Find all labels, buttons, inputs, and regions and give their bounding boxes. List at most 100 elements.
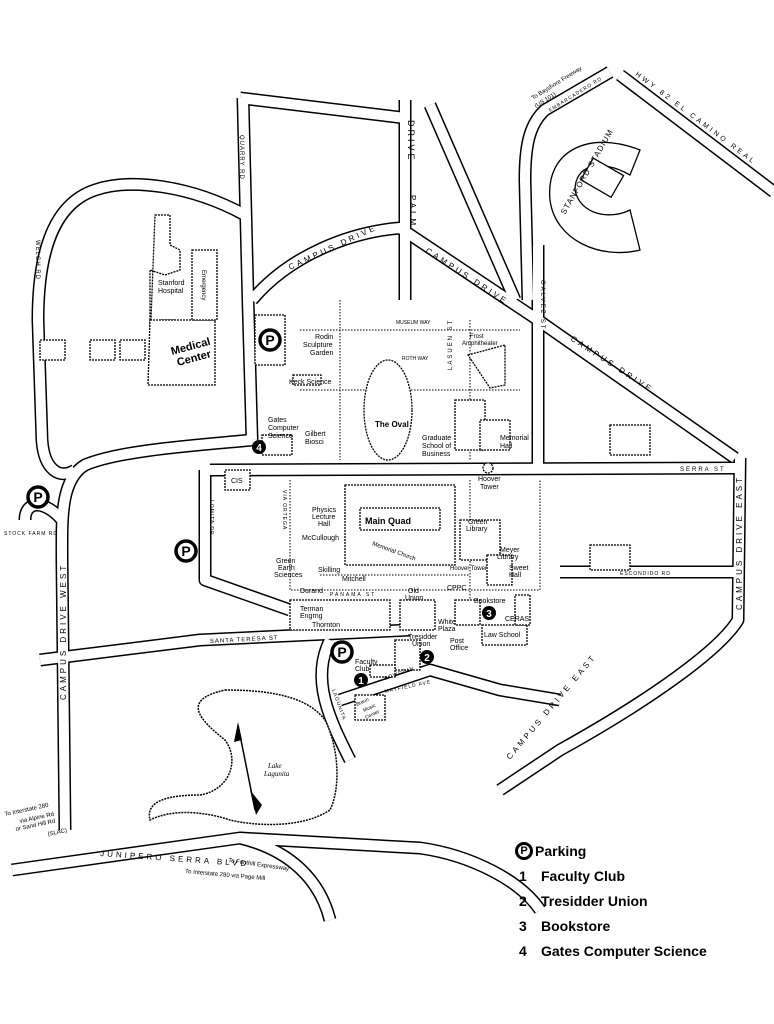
the-oval <box>363 359 413 461</box>
old-union-bldg <box>399 599 436 631</box>
east-bldg-1 <box>589 544 631 571</box>
label-post-office: Post <box>450 638 464 645</box>
label-main-quad: Main Quad <box>365 516 411 526</box>
cis-bldg <box>224 469 251 491</box>
label-sweet: Sweet <box>509 565 529 572</box>
stadium-field <box>579 157 625 199</box>
road-serra-st-fill <box>209 463 741 475</box>
road-campus-drive-east <box>496 457 747 796</box>
label-keck: Keck Science <box>289 379 332 386</box>
label-meyer: Meyer <box>500 547 520 554</box>
tresidder-bldg <box>394 639 421 671</box>
label-hoover-pav: Hoover Tower <box>450 566 487 572</box>
road-welch-loop-fill <box>33 179 248 479</box>
marker-gates-cs[interactable]: 4 <box>252 440 266 454</box>
label-green-earth-2: Earth <box>278 565 295 572</box>
parking-marker[interactable]: P <box>26 485 50 509</box>
marker-number: 4 <box>256 443 262 454</box>
label-meyer-2: Library <box>497 554 519 561</box>
parking-symbol: P <box>265 332 274 348</box>
label-hoover: Hoover <box>478 476 501 483</box>
parking-marker[interactable]: P <box>330 640 354 664</box>
label-memorial-hall: Memorial <box>500 435 529 442</box>
marker-number: 3 <box>486 609 492 620</box>
meyer-library-bldg <box>486 554 513 586</box>
label-frost: Frost <box>470 334 484 340</box>
stadium-stands <box>549 141 641 254</box>
main-quad-court <box>359 507 441 531</box>
label-rodin-2: Sculpture <box>303 342 333 349</box>
label-physics-3: Hall <box>318 521 331 528</box>
label-rodin-3: Garden <box>310 350 333 357</box>
label-via-ortega: VIA ORTEGA <box>281 490 287 530</box>
legend-label: Bookstore <box>541 917 611 934</box>
label-physics: Physics <box>312 507 337 514</box>
legend-num: 2 <box>519 892 527 909</box>
label-campus-drive-3: CAMPUS DRIVE <box>569 334 655 394</box>
parking-symbol: P <box>33 489 42 505</box>
north-arrow-icon <box>234 722 262 815</box>
med-bldg-1 <box>39 339 66 361</box>
terman-bldg <box>289 599 391 631</box>
label-stock-farm: STOCK FARM RD <box>4 531 58 537</box>
road-lasuen-fill <box>425 103 520 302</box>
label-gilbert: Gilbert <box>305 431 326 438</box>
to-i280-4: (SLAC) <box>47 828 67 838</box>
label-braun-3: Center <box>364 709 380 721</box>
label-roth-way: ROTH WAY <box>402 356 429 362</box>
label-hospital-2: Hospital <box>158 288 184 295</box>
marker-tresidder-union[interactable]: 2 <box>420 650 434 664</box>
label-lake: Lake <box>267 762 282 770</box>
legend-label: Gates Computer Science <box>541 942 707 959</box>
legend-parking: P Parking <box>515 838 707 863</box>
label-braun: Braun <box>355 697 370 708</box>
label-galvez: GALVEZ ST <box>539 280 545 331</box>
legend-parking-label: Parking <box>535 842 587 859</box>
label-frost-2: Amphitheater <box>462 341 498 347</box>
parking-marker[interactable]: P <box>174 539 198 563</box>
label-campus-drive: CAMPUS DRIVE <box>287 223 379 272</box>
label-welch: WELCH RD <box>34 240 40 280</box>
label-lasuen: LASUEN ST <box>448 319 454 370</box>
label-durand: Durand <box>300 588 323 595</box>
label-old-union-2: Union <box>405 595 423 602</box>
place-labels: STANFORD STADIUM Stanford Hospital Emerg… <box>158 127 615 778</box>
label-panama: PANAMA ST <box>330 592 376 598</box>
marker-faculty-club[interactable]: 1 <box>354 673 368 687</box>
road-lomita-north-fill <box>200 470 292 615</box>
label-mitchell: Mitchell <box>342 576 366 583</box>
parking-symbol: P <box>337 644 346 660</box>
label-faculty-club: Faculty <box>355 659 378 666</box>
label-lomita: LOMITA DR <box>208 500 214 536</box>
label-oval: The Oval <box>375 420 409 429</box>
road-campus-drive-east-fill <box>497 457 745 795</box>
label-cis: CIS <box>231 478 243 485</box>
road-quarry-fill <box>238 97 257 441</box>
parking-marker[interactable]: P <box>258 328 282 352</box>
frost-amphitheater <box>466 344 506 389</box>
label-memorial-hall-2: Hall <box>500 443 513 450</box>
green-library-bldg <box>459 519 501 561</box>
label-physics-2: Lecture <box>312 514 335 521</box>
marker-bookstore[interactable]: 3 <box>482 606 496 620</box>
label-faculty-club-2: Club <box>355 666 370 673</box>
label-gsb-2: School of <box>422 443 451 450</box>
emergency <box>191 249 218 321</box>
label-campus-drive-east-1: CAMPUS DRIVE EAST <box>735 475 744 610</box>
keck-building <box>292 374 322 386</box>
road-junipero-serra-fill <box>11 833 545 913</box>
parking-symbol: P <box>181 543 190 559</box>
label-terman: Terman <box>300 606 323 613</box>
label-green-library-2: Library <box>466 526 488 533</box>
label-terman-2: Engrng <box>300 613 323 620</box>
road-mayfield-fill <box>338 665 561 705</box>
braun-bldg <box>354 694 386 721</box>
label-law-school: Law School <box>484 632 521 639</box>
bookstore-bldg <box>454 599 481 626</box>
label-campus-drive-east-2: CAMPUS DRIVE EAST <box>505 652 599 761</box>
marker-number: 1 <box>358 676 364 687</box>
legend-num: 1 <box>519 867 527 884</box>
label-sweet-2: Hall <box>509 572 522 579</box>
